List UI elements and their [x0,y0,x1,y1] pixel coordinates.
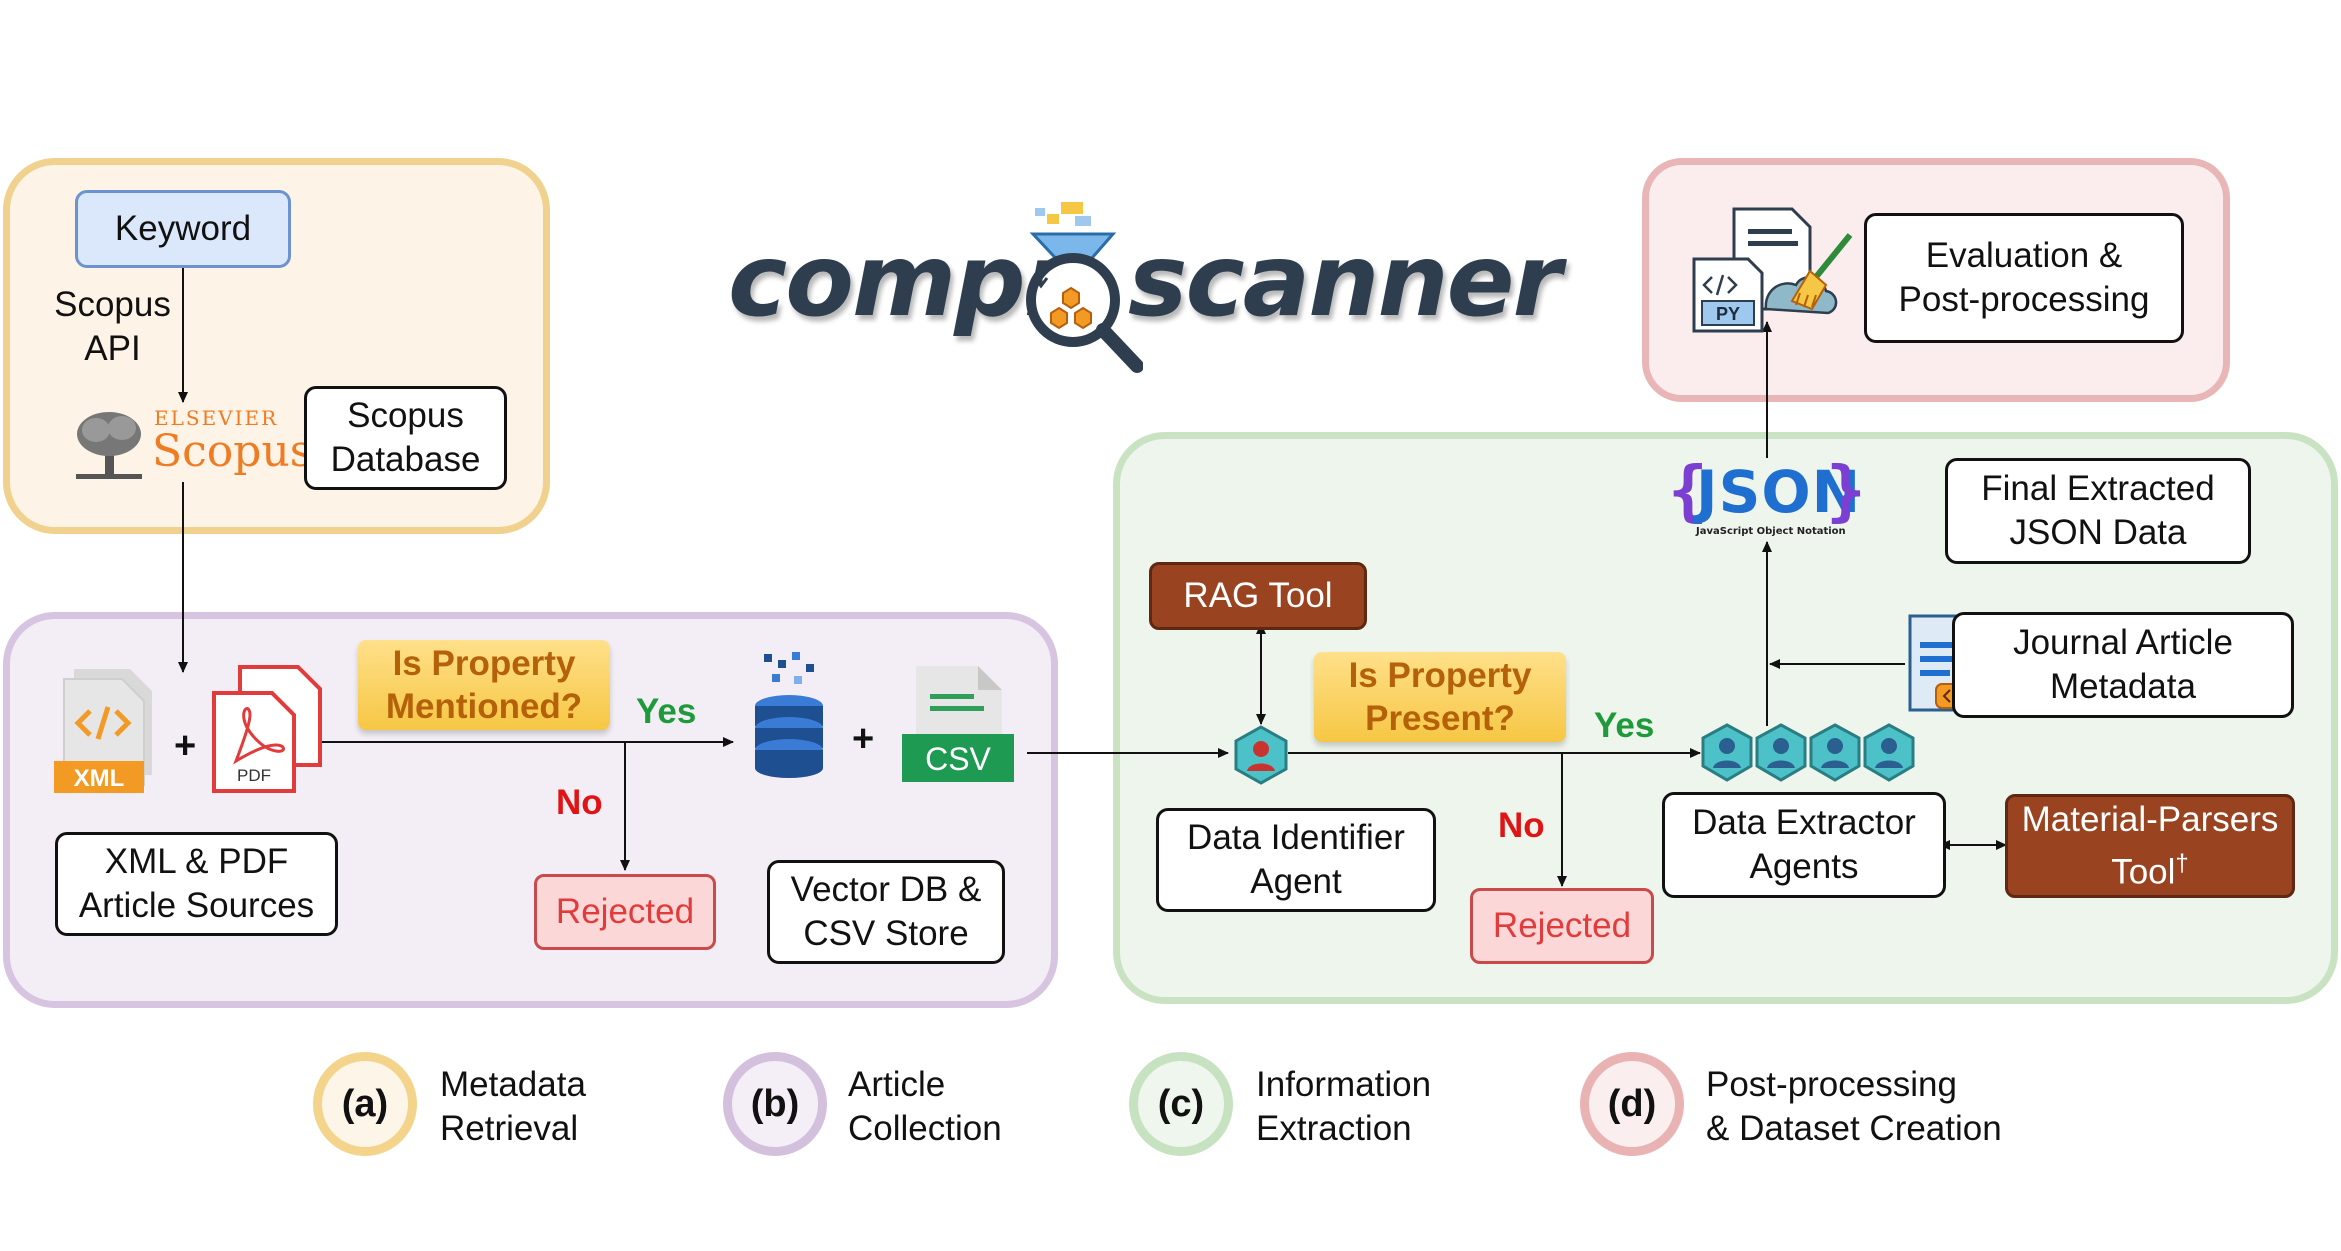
csv-badge-text: CSV [925,741,991,777]
legend-circle-c: (c) [1129,1052,1233,1156]
csv-file-icon: CSV [902,666,1014,782]
legend-circle-a: (a) [313,1052,417,1156]
present-no-label: No [1498,806,1545,845]
keyword-box: Keyword [75,190,291,268]
property-mentioned-question: Is Property Mentioned? [358,640,610,730]
logo-text-right: scanner [1128,222,1562,339]
vector-db-icon [755,652,823,778]
property-present-question: Is Property Present? [1314,652,1566,742]
pdf-badge-text: PDF [237,766,271,785]
python-cleanup-icon: PY [1692,207,1853,333]
material-parsers-dagger: † [2175,849,2189,877]
article-sources-box: XML & PDF Article Sources [55,832,338,936]
scopus-database-box: Scopus Database [304,386,507,490]
magnifier-funnel-icon [1026,202,1143,373]
rejected-box-extraction: Rejected [1470,888,1654,964]
final-extracted-json-box: Final Extracted JSON Data [1945,458,2251,564]
vector-db-csv-store-box: Vector DB & CSV Store [767,860,1005,964]
material-parsers-tool-box: Material-Parsers Tool† [2005,794,2295,898]
legend-label-d: Post-processing & Dataset Creation [1706,1065,2002,1148]
rag-tool-box: RAG Tool [1149,562,1367,630]
xml-file-icon: XML [54,669,152,793]
journal-article-metadata-box: Journal Article Metadata [1952,612,2294,718]
evaluation-post-processing-box: Evaluation & Post-processing [1864,213,2184,343]
plus-sign-sources: + [174,725,197,767]
scopus-api-label: Scopus API [54,285,171,368]
logo-text-left: compr [728,222,1073,339]
plus-sign-store: + [852,718,875,760]
mentioned-no-label: No [556,783,603,822]
json-caption: JavaScript Object Notation [1696,526,1846,537]
elsevier-label: ELSEVIER [154,406,279,430]
json-logo: { JSON } JavaScript Object Notation [1668,452,1868,546]
extractor-agents-icon [1701,723,1915,782]
legend-label-a: Metadata Retrieval [440,1065,586,1148]
pdf-file-icon: PDF [212,665,322,793]
legend-label-c: Information Extraction [1256,1065,1432,1148]
legend-label-b: Article Collection [848,1065,1002,1148]
rejected-box-collection: Rejected [534,874,716,950]
scopus-logo: ELSEVIER Scopus [70,400,312,485]
xml-badge-text: XML [74,765,125,792]
mentioned-yes-label: Yes [636,692,697,731]
legend-circle-d: (d) [1580,1052,1684,1156]
elsevier-tree-icon [76,412,142,479]
identifier-agent-icon [1234,725,1288,785]
json-close-brace: } [1826,452,1866,529]
scopus-label: Scopus [152,426,313,477]
json-text: JSON [1696,458,1862,526]
legend-circle-b: (b) [723,1052,827,1156]
data-identifier-agent-box: Data Identifier Agent [1156,808,1436,912]
present-yes-label: Yes [1594,706,1655,745]
comproscanner-logo: compr scanner [728,200,1562,380]
py-badge-text: PY [1716,304,1740,324]
json-open-brace: { [1668,452,1708,529]
material-parsers-label: Material-Parsers Tool [2021,799,2279,892]
data-extractor-agents-box: Data Extractor Agents [1662,792,1946,898]
